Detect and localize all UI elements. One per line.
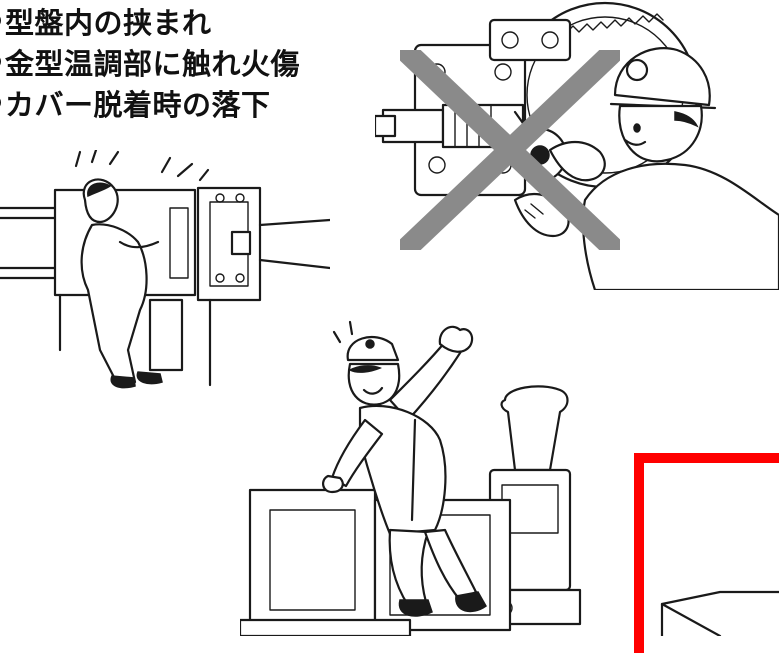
bullet-icon <box>0 54 1 69</box>
hazard-label: 金型温調部に触れ火傷 <box>5 46 301 81</box>
bullet-icon <box>0 13 1 28</box>
bullet-icon <box>0 95 1 110</box>
hazard-item: カバー脱着時の落下 <box>0 82 300 123</box>
hazard-item: 金型温調部に触れ火傷 <box>0 41 300 82</box>
pinch-scene-illustration <box>0 150 330 389</box>
hazard-item: 型盤内の挟まれ <box>0 0 300 41</box>
hazard-label: カバー脱着時の落下 <box>5 87 271 122</box>
hazard-list: 型盤内の挟まれ 金型温調部に触れ火傷 カバー脱着時の落下 <box>0 0 300 123</box>
warning-box-illustration <box>660 590 779 636</box>
fall-scene-illustration <box>240 320 582 636</box>
hazard-label: 型盤内の挟まれ <box>5 5 212 40</box>
warning-frame <box>634 453 779 653</box>
prohibited-cross-icon <box>400 50 620 250</box>
